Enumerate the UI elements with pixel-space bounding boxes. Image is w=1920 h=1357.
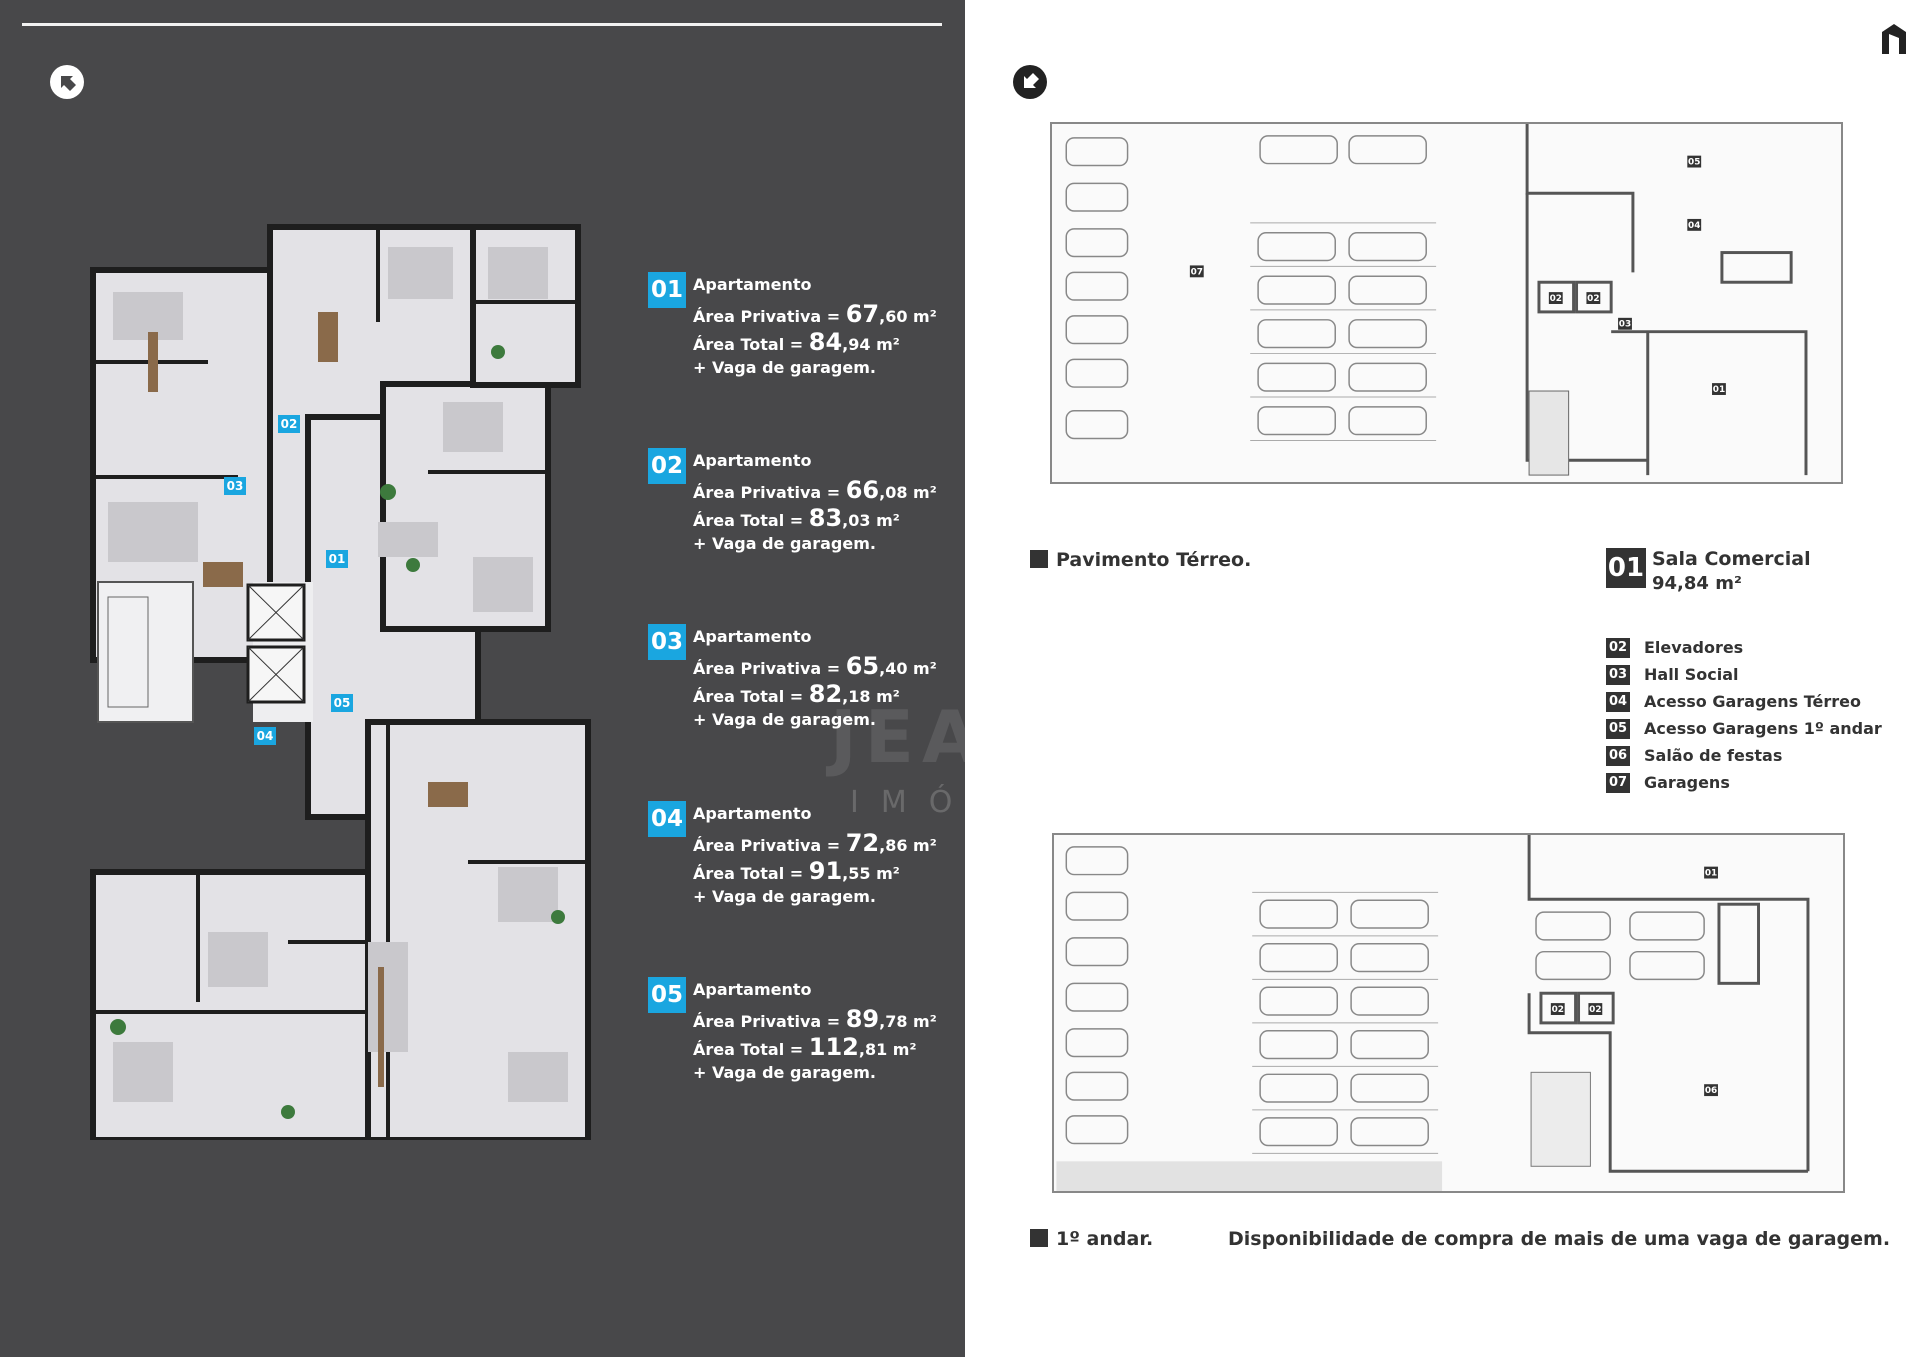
plan-1-andar: 01 02 02 06 [1052,833,1845,1193]
terreo-marker-03: 03 [1619,320,1631,330]
area-privativa: Área Privativa = 67,60 m² [693,300,937,328]
apartment-badge: 05 [648,977,686,1013]
plan-marker-02: 02 [281,417,298,431]
square-bullet-icon [1030,550,1048,568]
area-privativa: Área Privativa = 65,40 m² [693,652,937,680]
area-privativa: Área Privativa = 89,78 m² [693,1005,937,1033]
watermark: JEA [830,695,986,779]
andar-marker-02b: 02 [1589,1005,1601,1015]
apartment-badge: 04 [648,801,686,837]
andar-marker-01: 01 [1705,869,1717,879]
brand-logo-icon [1882,24,1906,54]
terreo-marker-01: 01 [1713,385,1725,395]
vaga-garagem: + Vaga de garagem. [693,534,876,553]
sala-badge: 01 [1606,548,1646,588]
area-total: Área Total = 112,81 m² [693,1033,917,1061]
terreo-marker-07: 07 [1191,267,1203,277]
vaga-garagem: + Vaga de garagem. [693,1063,876,1082]
plan-marker-05: 05 [334,696,351,710]
area-privativa: Área Privativa = 66,08 m² [693,476,937,504]
andar-marker-06: 06 [1705,1086,1717,1096]
plan-marker-04: 04 [257,729,274,743]
left-panel: 02 03 01 05 04 JEA IMÓ 01 Apartamento Ár… [0,0,965,1357]
floor-plan: 02 03 01 05 04 [90,224,591,1140]
floor-label-1-andar: 1º andar. [1030,1228,1153,1250]
plan-marker-03: 03 [227,479,244,493]
top-rule [22,23,942,26]
terreo-marker-05: 05 [1688,158,1700,168]
area-total: Área Total = 91,55 m² [693,857,900,885]
area-total: Área Total = 83,03 m² [693,504,900,532]
area-total: Área Total = 82,18 m² [693,680,900,708]
north-arrow-icon [50,65,84,99]
vaga-garagem: + Vaga de garagem. [693,358,876,377]
sala-title: Sala Comercial [1652,548,1811,570]
apartment-title: Apartamento [693,275,812,294]
terreo-marker-02b: 02 [1587,294,1599,304]
apartment-title: Apartamento [693,980,812,999]
apartment-05: 05 Apartamento Área Privativa = 89,78 m²… [648,977,948,1097]
apartment-03: 03 Apartamento Área Privativa = 65,40 m²… [648,624,948,744]
apartment-badge: 03 [648,624,686,660]
apartment-badge: 02 [648,448,686,484]
floor-label-terreo: Pavimento Térreo. [1030,549,1251,571]
apartment-02: 02 Apartamento Área Privativa = 66,08 m²… [648,448,948,568]
plan-terreo: 05 04 07 02 02 03 01 [1050,122,1843,484]
disponibilidade-note: Disponibilidade de compra de mais de uma… [1228,1228,1891,1250]
sala-area: 94,84 m² [1652,573,1742,594]
plan-marker-01: 01 [329,552,346,566]
vaga-garagem: + Vaga de garagem. [693,887,876,906]
apartment-04: 04 Apartamento Área Privativa = 72,86 m²… [648,801,948,921]
apartment-title: Apartamento [693,804,812,823]
apartment-01: 01 Apartamento Área Privativa = 67,60 m²… [648,272,948,392]
north-arrow-icon [1013,65,1047,99]
vaga-garagem: + Vaga de garagem. [693,710,876,729]
andar-marker-02a: 02 [1552,1005,1564,1015]
apartment-title: Apartamento [693,451,812,470]
apartment-title: Apartamento [693,627,812,646]
terreo-marker-04: 04 [1688,221,1700,231]
area-privativa: Área Privativa = 72,86 m² [693,829,937,857]
square-bullet-icon [1030,1229,1048,1247]
terreo-marker-02a: 02 [1550,294,1562,304]
apartment-badge: 01 [648,272,686,308]
watermark-sub: IMÓ [850,785,975,820]
area-total: Área Total = 84,94 m² [693,328,900,356]
